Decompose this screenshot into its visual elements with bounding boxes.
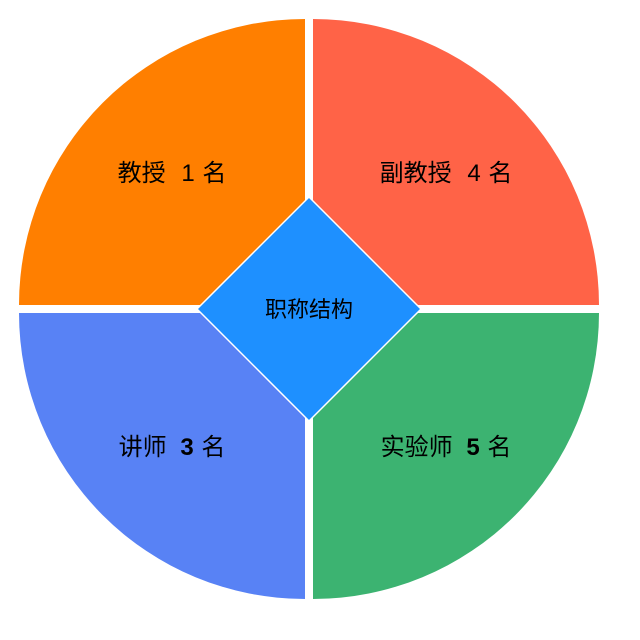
unit-professor: 名 [202,159,226,187]
center-label: 职称结构 [265,298,353,323]
title-lab-technician: 实验师 [381,433,453,461]
title-associate-professor: 副教授 [380,159,452,187]
label-lecturer: 讲师 3 名 [119,433,226,461]
count-lecturer: 3 [180,434,193,461]
unit-lab-technician: 名 [487,433,511,461]
quadrant-associate-professor [313,19,599,305]
quadrant-lecturer [19,313,305,599]
title-professor: 教授 [118,159,166,187]
unit-lecturer: 名 [201,433,225,461]
center-diamond [195,195,423,423]
unit-associate-professor: 名 [488,159,512,187]
label-associate-professor: 副教授 4 名 [380,159,513,187]
count-associate-professor: 4 [467,160,480,187]
quadrant-professor [19,19,305,305]
count-professor: 1 [181,160,194,187]
quadrant-lab-technician [313,313,599,599]
label-lab-technician: 实验师 5 名 [381,433,512,461]
count-lab-technician: 5 [466,434,479,461]
label-professor: 教授 1 名 [118,159,227,187]
title-lecturer: 讲师 [119,433,167,461]
